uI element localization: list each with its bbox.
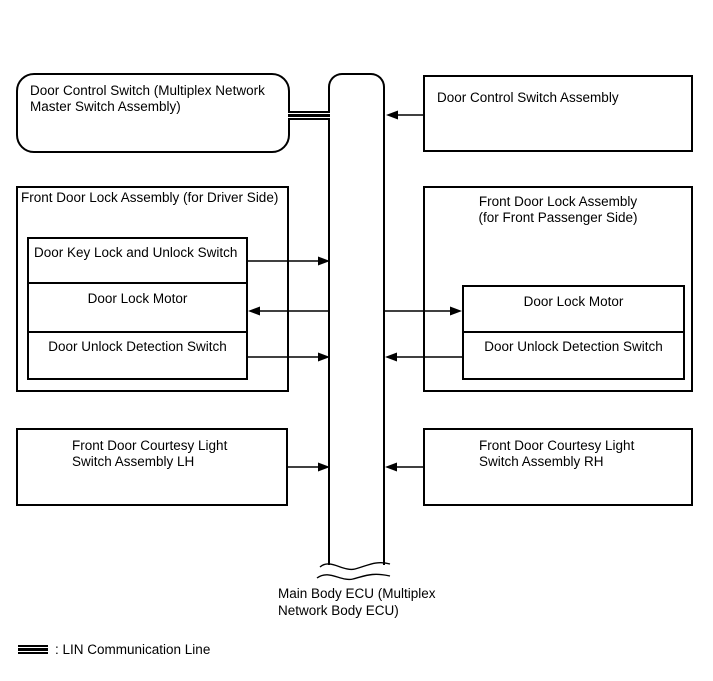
- node-door-lock-motor-driver-label: Door Lock Motor: [87, 291, 188, 306]
- node-door-unlock-detection-switch-driver-label: Door Unlock Detection Switch: [48, 339, 227, 354]
- arrow-courtesy-lh-to-ecu: [288, 462, 330, 472]
- node-front-door-lock-assembly-driver-title: Front Door Lock Assembly (for Driver Sid…: [21, 190, 279, 205]
- node-front-door-courtesy-light-lh: Front Door Courtesy Light Switch Assembl…: [16, 428, 288, 506]
- node-door-lock-motor-passenger-label: Door Lock Motor: [523, 294, 624, 309]
- lin-line-legend-label: : LIN Communication Line: [55, 642, 211, 657]
- node-door-lock-motor-passenger: Door Lock Motor: [462, 285, 685, 333]
- node-main-body-ecu-bar: [328, 73, 385, 565]
- break-wave-bottom: [316, 573, 391, 581]
- lin-communication-line: [288, 111, 330, 120]
- node-front-door-courtesy-light-rh-label: Front Door Courtesy Light Switch Assembl…: [479, 438, 635, 469]
- node-door-unlock-detection-switch-passenger-label: Door Unlock Detection Switch: [484, 339, 663, 354]
- node-door-control-switch: Door Control Switch (Multiplex Network M…: [16, 73, 290, 153]
- lin-line-legend-symbol: [18, 645, 48, 654]
- arrow-courtesy-rh-to-ecu: [385, 462, 423, 472]
- node-door-control-switch-assembly-label: Door Control Switch Assembly: [437, 90, 619, 105]
- node-door-unlock-detection-switch-passenger: Door Unlock Detection Switch: [462, 331, 685, 380]
- node-front-door-lock-assembly-passenger-title: Front Door Lock Assembly (for Front Pass…: [478, 194, 638, 225]
- node-door-control-switch-assembly: Door Control Switch Assembly: [423, 75, 693, 152]
- node-door-key-lock-unlock-switch-label: Door Key Lock and Unlock Switch: [34, 245, 238, 260]
- node-front-door-lock-assembly-driver: Front Door Lock Assembly (for Driver Sid…: [16, 186, 289, 392]
- node-door-control-switch-label: Door Control Switch (Multiplex Network M…: [30, 83, 265, 114]
- node-front-door-courtesy-light-lh-label: Front Door Courtesy Light Switch Assembl…: [72, 438, 228, 469]
- node-door-unlock-detection-switch-driver: Door Unlock Detection Switch: [27, 331, 248, 380]
- node-front-door-lock-assembly-passenger: Front Door Lock Assembly (for Front Pass…: [423, 186, 693, 392]
- arrow-dcs-assembly-to-ecu: [386, 110, 423, 120]
- node-door-key-lock-unlock-switch: Door Key Lock and Unlock Switch: [27, 237, 248, 284]
- node-front-door-courtesy-light-rh: Front Door Courtesy Light Switch Assembl…: [423, 428, 693, 506]
- main-body-ecu-caption: Main Body ECU (Multiplex Network Body EC…: [278, 586, 436, 618]
- node-door-lock-motor-driver: Door Lock Motor: [27, 282, 248, 333]
